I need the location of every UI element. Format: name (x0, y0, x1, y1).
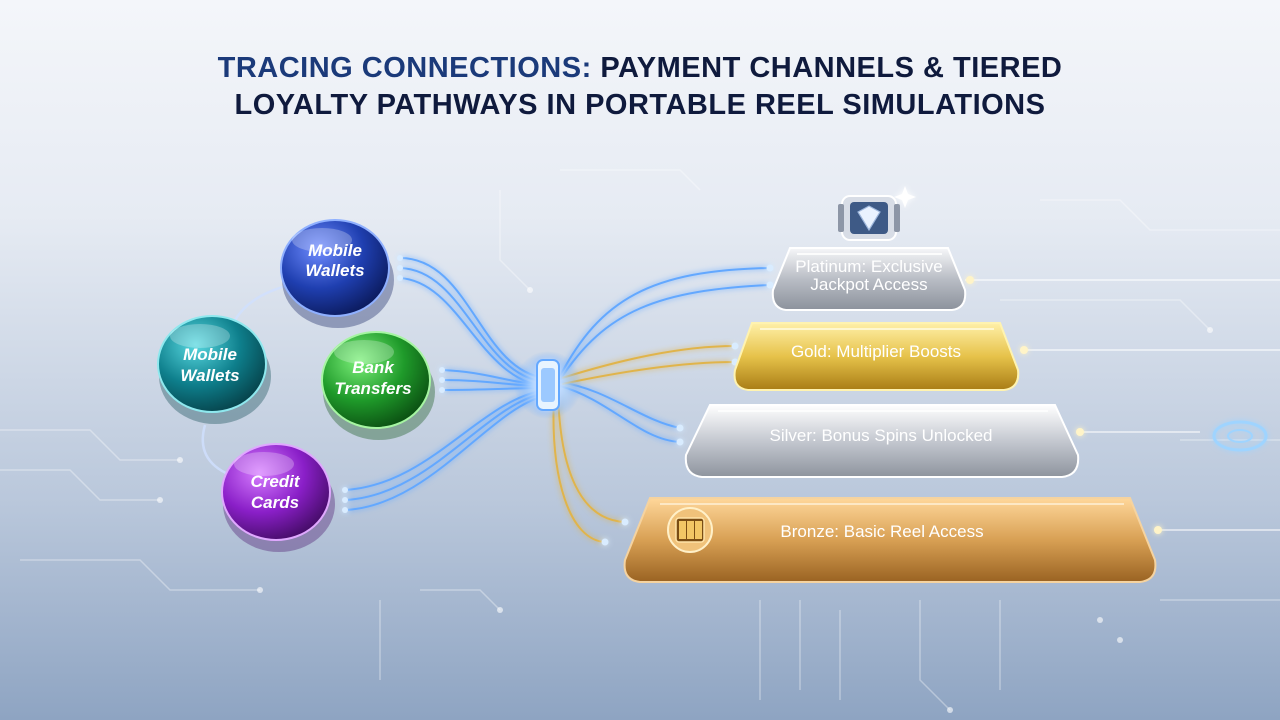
title-accent: TRACING CONNECTIONS: (217, 52, 592, 84)
central-hub (514, 351, 582, 419)
page-title: TRACING CONNECTIONS: PAYMENT CHANNELS & … (0, 50, 1280, 124)
orb-links (201, 283, 291, 477)
payment-channel-label-4b: Cards (251, 493, 299, 512)
payment-channel-mobile-wallets-2[interactable]: Mobile Wallets (157, 315, 271, 424)
title-line-1-rest: PAYMENT CHANNELS & TIERED (600, 52, 1063, 84)
tier-platinum[interactable]: Platinum: Exclusive Jackpot Access (771, 247, 967, 311)
tier-wires-gold (552, 345, 736, 543)
payment-channel-label-4: Credit (250, 472, 300, 491)
circuit-dots (157, 287, 1213, 713)
tier-silver[interactable]: Silver: Bonus Spins Unlocked (684, 404, 1080, 478)
payment-channel-label-2: Mobile (183, 345, 237, 364)
payment-channel-credit-cards[interactable]: Credit Cards (221, 443, 335, 552)
slot-reel-icon (667, 507, 713, 553)
payment-channel-mobile-wallets-1[interactable]: Mobile Wallets (280, 219, 394, 328)
payment-channel-label-3b: Transfers (334, 379, 411, 398)
tier-gold-label: Gold: Multiplier Boosts (791, 342, 961, 361)
ring-decoration (1212, 420, 1268, 452)
tier-platinum-label: Platinum: Exclusive (795, 257, 942, 276)
payment-channel-bank-transfers[interactable]: Bank Transfers (321, 331, 435, 440)
tier-gold[interactable]: Gold: Multiplier Boosts (733, 322, 1020, 391)
payment-channel-label-1: Mobile (308, 241, 362, 260)
payment-channel-label-1b: Wallets (305, 261, 364, 280)
title-line-1: TRACING CONNECTIONS: PAYMENT CHANNELS & … (0, 50, 1280, 87)
tier-bronze-label: Bronze: Basic Reel Access (780, 522, 983, 541)
tier-platinum-label-2: Jackpot Access (810, 275, 927, 294)
slot-reel-diamond-icon (838, 186, 916, 241)
tier-silver-label: Silver: Bonus Spins Unlocked (769, 426, 992, 445)
tier-exit-lines (965, 279, 1280, 531)
title-line-2: LOYALTY PATHWAYS IN PORTABLE REEL SIMULA… (234, 89, 1046, 121)
payment-channel-label-2b: Wallets (180, 366, 239, 385)
tier-bronze[interactable]: Bronze: Basic Reel Access (623, 497, 1157, 583)
connector-pins (342, 255, 774, 546)
tier-exit-dots (966, 276, 1162, 534)
circuit-background (0, 169, 1280, 711)
payment-channel-label-3: Bank (352, 358, 395, 377)
